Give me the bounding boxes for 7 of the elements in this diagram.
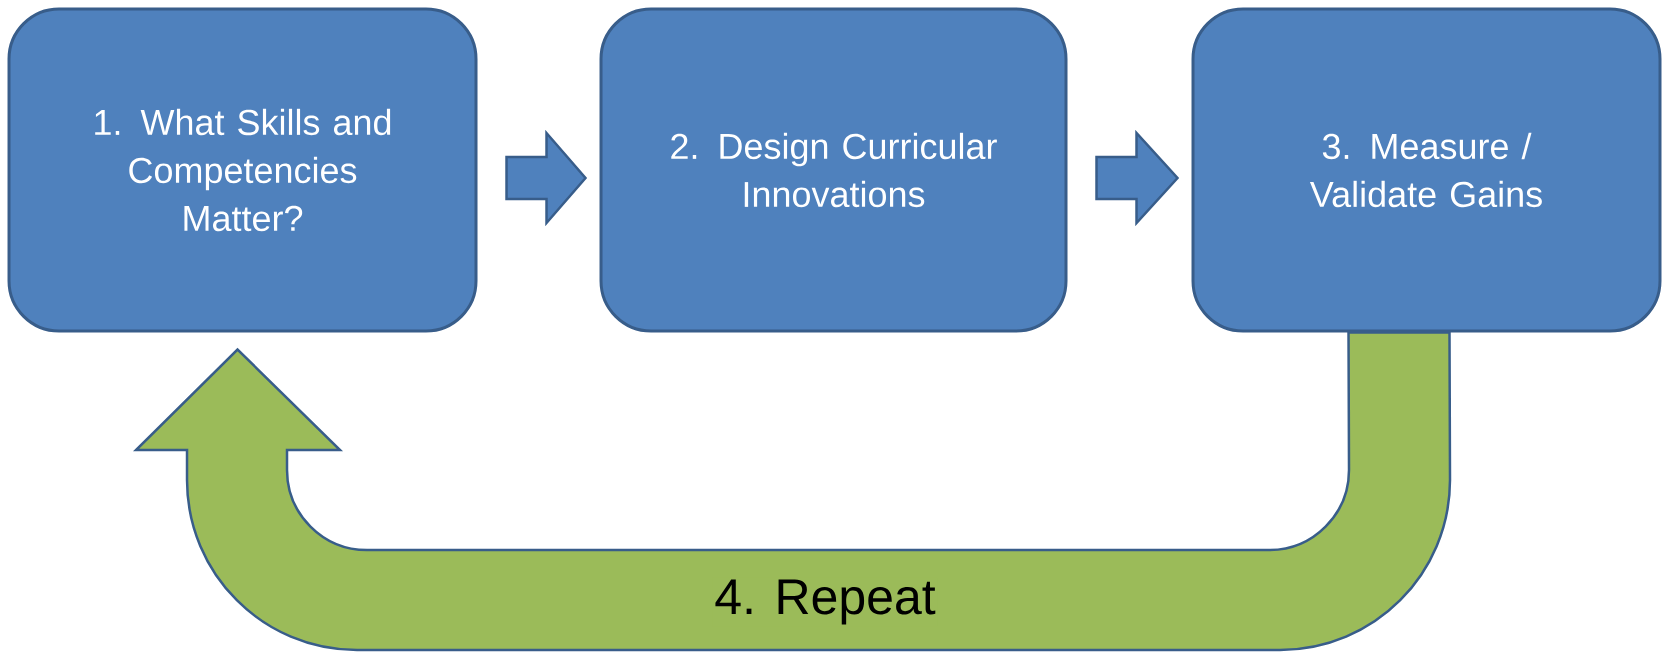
process-box: 3. Measure / Validate Gains (1191, 7, 1662, 333)
return-arrow (134, 331, 1452, 652)
process-box: 2. Design Curricular Innovations (599, 7, 1068, 333)
block-arrow (505, 129, 588, 227)
edge-label: 4. Repeat (712, 577, 938, 627)
process-box: 1. What Skills and Competencies Matter? (7, 7, 478, 333)
block-arrow (1095, 129, 1180, 227)
